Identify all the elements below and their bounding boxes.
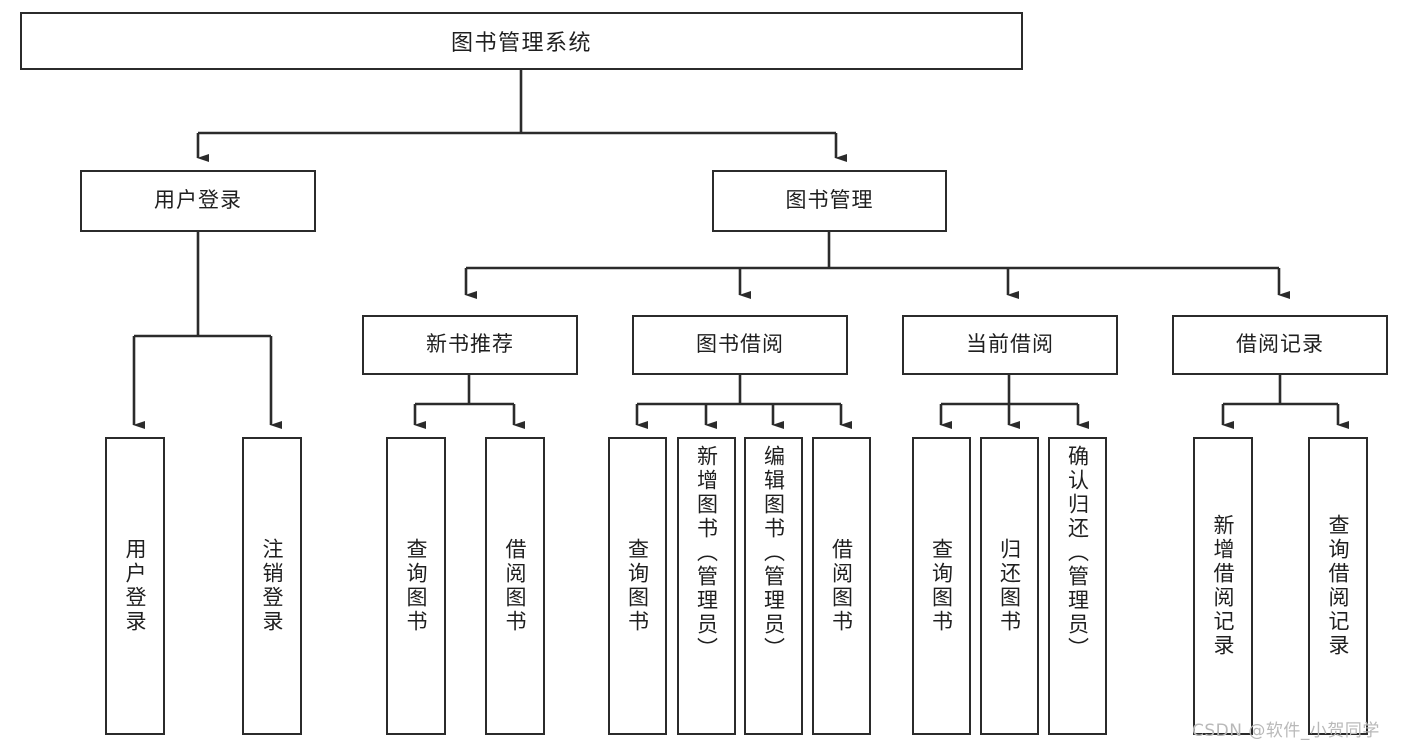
- node-root-system[interactable]: 图书管理系统: [20, 12, 1023, 70]
- node-label: 借阅记录: [1236, 332, 1324, 357]
- node-label: 用户登录: [154, 188, 242, 213]
- leaf-current-query-book[interactable]: 查询图书: [912, 437, 971, 735]
- node-new-book-recommend[interactable]: 新书推荐: [362, 315, 578, 375]
- node-label: 确认归还（管理员）: [1065, 445, 1090, 661]
- node-label: 图书借阅: [696, 332, 784, 357]
- node-label: 查询借阅记录: [1326, 514, 1351, 658]
- node-label: 当前借阅: [966, 332, 1054, 357]
- leaf-borrow-borrow-book[interactable]: 借阅图书: [812, 437, 871, 735]
- leaf-current-confirm-return-admin[interactable]: 确认归还（管理员）: [1048, 437, 1107, 735]
- node-label: 查询图书: [929, 538, 954, 634]
- node-label: 新书推荐: [426, 332, 514, 357]
- leaf-record-query-record[interactable]: 查询借阅记录: [1308, 437, 1368, 735]
- node-label: 借阅图书: [503, 538, 528, 634]
- leaf-borrow-add-book-admin[interactable]: 新增图书（管理员）: [677, 437, 736, 735]
- node-label: 查询图书: [625, 538, 650, 634]
- leaf-current-return-book[interactable]: 归还图书: [980, 437, 1039, 735]
- node-label: 归还图书: [997, 538, 1022, 634]
- node-label: 注销登录: [260, 538, 285, 634]
- node-label: 用户登录: [123, 538, 148, 634]
- node-user-login[interactable]: 用户登录: [80, 170, 316, 232]
- node-label: 新增图书（管理员）: [694, 445, 719, 661]
- node-label: 编辑图书（管理员）: [761, 445, 786, 661]
- leaf-record-add-record[interactable]: 新增借阅记录: [1193, 437, 1253, 735]
- node-label: 图书管理系统: [450, 31, 592, 56]
- leaf-user-login[interactable]: 用户登录: [105, 437, 165, 735]
- node-label: 借阅图书: [829, 538, 854, 634]
- csdn-watermark: CSDN @软件_小贺同学: [1192, 721, 1380, 741]
- node-book-management[interactable]: 图书管理: [712, 170, 947, 232]
- leaf-borrow-edit-book-admin[interactable]: 编辑图书（管理员）: [744, 437, 803, 735]
- node-label: 查询图书: [404, 538, 429, 634]
- leaf-recommend-borrow-book[interactable]: 借阅图书: [485, 437, 545, 735]
- leaf-borrow-query-book[interactable]: 查询图书: [608, 437, 667, 735]
- node-borrow-record[interactable]: 借阅记录: [1172, 315, 1388, 375]
- node-book-borrow[interactable]: 图书借阅: [632, 315, 848, 375]
- node-label: 图书管理: [785, 188, 874, 213]
- node-label: 新增借阅记录: [1211, 514, 1236, 658]
- node-current-borrow[interactable]: 当前借阅: [902, 315, 1118, 375]
- leaf-recommend-query-book[interactable]: 查询图书: [386, 437, 446, 735]
- leaf-user-logout[interactable]: 注销登录: [242, 437, 302, 735]
